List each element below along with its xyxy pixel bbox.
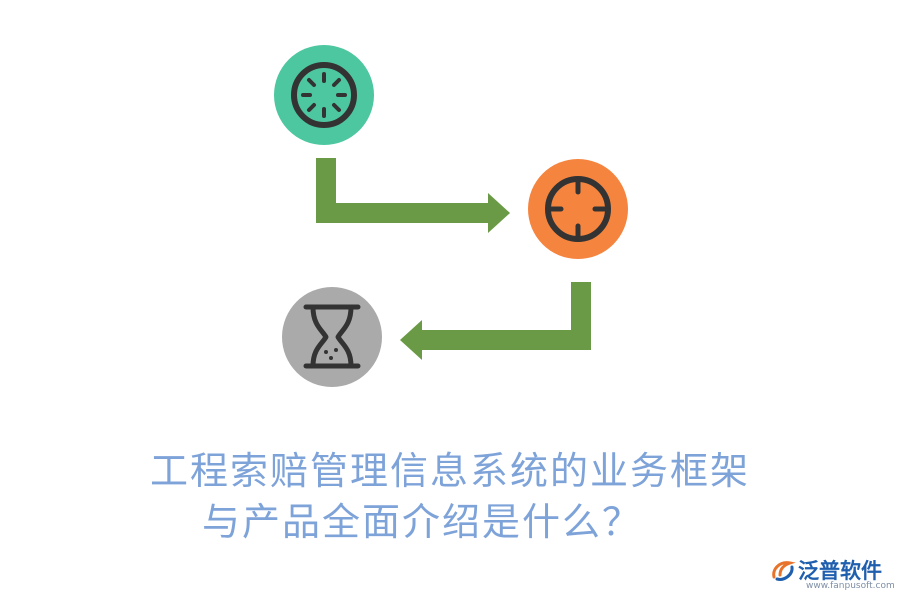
brand-logo[interactable]: 泛普软件 www.fanpusoft.com (768, 555, 895, 595)
brand-logo-icon (772, 561, 796, 581)
page-title-line-2: 与产品全面介绍是什么？ (201, 500, 642, 544)
target-node (528, 159, 628, 259)
page-title-line-1: 工程索赔管理信息系统的业务框架 (149, 449, 750, 493)
crosshair-icon (545, 176, 611, 242)
loading-icon (291, 62, 357, 128)
wait-node (282, 287, 382, 387)
brand-name: 泛普软件 (798, 559, 882, 583)
arrow-start-to-target (316, 158, 510, 233)
brand-url[interactable]: www.fanpusoft.com (806, 581, 895, 591)
start-node (274, 45, 374, 145)
arrow-target-to-wait (400, 282, 591, 360)
hourglass-icon (303, 304, 361, 369)
